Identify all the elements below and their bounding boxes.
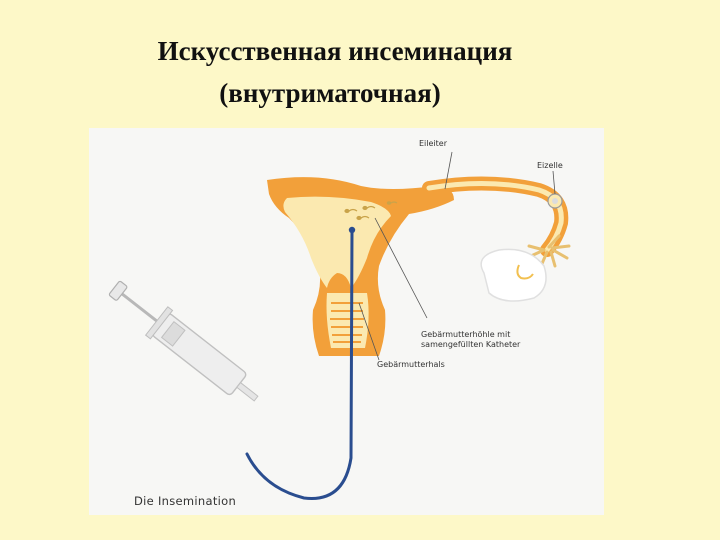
cervix-leader xyxy=(358,302,380,361)
label-eizelle: Eizelle xyxy=(537,161,563,170)
label-eileiter: Eileiter xyxy=(419,139,447,148)
label-cavity-line-2: samengefüllten Katheter xyxy=(421,340,521,349)
diagram-caption: Die Insemination xyxy=(134,494,237,508)
eileiter-leader xyxy=(444,151,453,190)
catheter xyxy=(245,228,354,500)
title-line-2: (внутриматочная) xyxy=(219,78,441,108)
eizelle-leader xyxy=(552,170,556,195)
slide-title: Искусственная инсеминация (внутриматочна… xyxy=(0,30,720,114)
uterine-cavity xyxy=(283,196,391,288)
insemination-diagram: Eileiter Eizelle Gebärmutterhöhle mit sa… xyxy=(89,128,604,515)
cavity-leader xyxy=(374,217,428,319)
syringe xyxy=(108,280,259,402)
title-line-1: Искусственная инсеминация xyxy=(157,36,513,66)
label-cavity-line-1: Gebärmutterhöhle mit xyxy=(421,330,511,339)
ovary xyxy=(480,248,547,302)
label-cervix: Gebärmutterhals xyxy=(377,360,445,369)
cervix xyxy=(326,293,369,348)
